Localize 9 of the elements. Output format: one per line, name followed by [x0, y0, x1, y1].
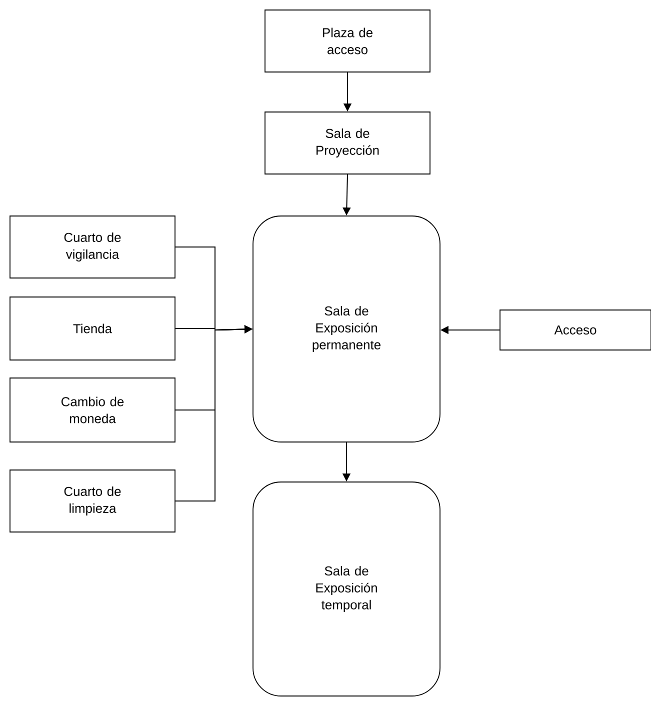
process-box: Sala de Proyección: [264, 112, 430, 174]
process-box: Cambio de moneda: [10, 378, 176, 442]
process-box: Acceso: [500, 310, 651, 350]
process-box: Cuarto de vigilancia: [10, 216, 176, 278]
rounded-box: Sala de Exposición temporal: [252, 482, 440, 696]
rounded-box: Sala de Exposición permanente: [252, 216, 440, 442]
process-box: Plaza de acceso: [264, 10, 430, 72]
process-box: Cuarto de limpieza: [10, 470, 176, 532]
process-box: Tienda: [10, 296, 176, 360]
